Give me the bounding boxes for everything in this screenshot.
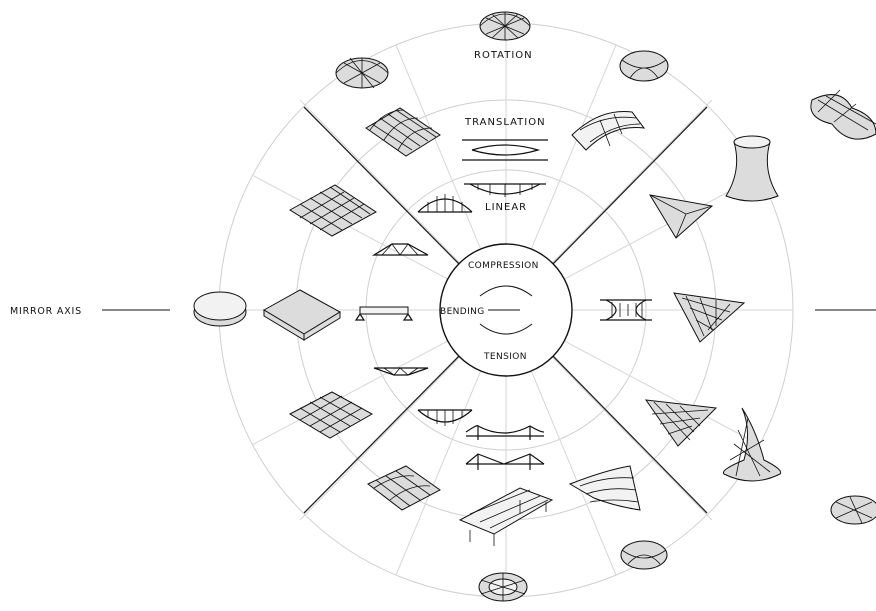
- bending-label: BENDING: [440, 307, 485, 317]
- tension-label: TENSION: [483, 352, 527, 362]
- grid-shell-icon: [290, 185, 376, 236]
- cone-net-icon: [723, 408, 780, 481]
- disc-icon: [194, 292, 246, 326]
- linear-label: LINEAR: [485, 202, 527, 213]
- truss-icon: [464, 184, 546, 197]
- suspension-bridge-icon: [466, 426, 544, 440]
- mirror-axis-label: MIRROR AXIS: [10, 306, 82, 317]
- plate-icon: [264, 290, 340, 340]
- cooling-tower-icon: [726, 136, 778, 201]
- beam-icon: [356, 307, 412, 320]
- membrane-icon: [646, 400, 716, 446]
- suspension-bridge-icon: [466, 454, 544, 470]
- blob-icon: [811, 90, 876, 139]
- blob-icon: [831, 496, 876, 524]
- vault-icon: [572, 111, 644, 150]
- dome-icon: [479, 573, 527, 601]
- lens-icon: [621, 541, 667, 569]
- grid-shell-icon: [290, 392, 372, 438]
- saddle-icon: [650, 195, 712, 238]
- translation-label: TRANSLATION: [464, 117, 546, 128]
- vault-icon: [570, 466, 640, 510]
- cable-net-icon: [674, 293, 744, 342]
- lens-icon: [620, 51, 668, 81]
- dome-icon: [336, 58, 388, 88]
- truss-icon: [374, 368, 428, 375]
- rotation-label: ROTATION: [474, 50, 533, 61]
- arch-icon: [462, 140, 548, 160]
- compression-label: COMPRESSION: [468, 261, 539, 271]
- dome-icon: [480, 12, 530, 40]
- vault-icon: [368, 466, 440, 510]
